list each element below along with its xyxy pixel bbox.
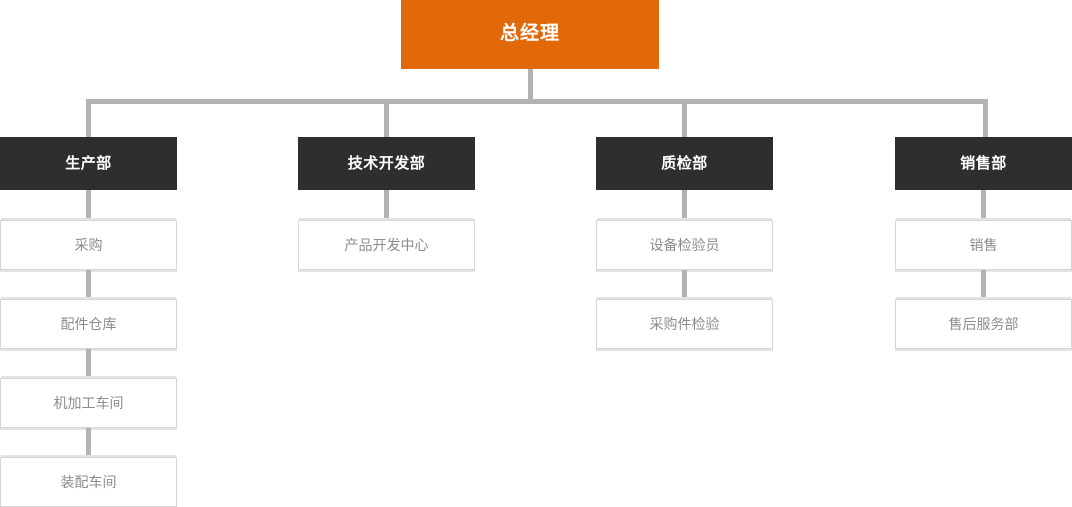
- node-dept-production-label: 生产部: [65, 154, 112, 172]
- node-dept-sales[interactable]: 销售部: [895, 137, 1072, 190]
- node-sub-equipment-inspector[interactable]: 设备检验员: [596, 220, 773, 270]
- node-root-general-manager[interactable]: 总经理: [401, 0, 659, 69]
- node-dept-quality[interactable]: 质检部: [596, 137, 773, 190]
- connector-production-to-child-1: [86, 190, 91, 221]
- connector-drop-sales: [983, 99, 988, 138]
- node-sub-product-development-center-label: 产品开发中心: [344, 236, 429, 253]
- connector-drop-technical: [384, 99, 389, 138]
- node-dept-quality-label: 质检部: [661, 154, 708, 172]
- node-sub-equipment-inspector-label: 设备检验员: [649, 236, 720, 253]
- node-sub-parts-warehouse-label: 配件仓库: [60, 315, 117, 332]
- connector-technical-to-child-1: [384, 190, 389, 221]
- connector-production-child-2-to-3: [86, 349, 91, 378]
- node-sub-after-sales-service-label: 售后服务部: [948, 315, 1019, 332]
- connector-drop-production: [86, 99, 91, 138]
- connector-production-child-3-to-4: [86, 428, 91, 457]
- node-sub-machining-workshop[interactable]: 机加工车间: [0, 378, 177, 428]
- node-dept-sales-label: 销售部: [960, 154, 1007, 172]
- node-dept-production[interactable]: 生产部: [0, 137, 177, 190]
- node-sub-purchasing-label: 采购: [74, 236, 103, 253]
- connector-horizontal-bus: [86, 99, 988, 104]
- node-dept-technical[interactable]: 技术开发部: [298, 137, 475, 190]
- node-sub-machining-workshop-label: 机加工车间: [53, 394, 124, 411]
- connector-root-stem: [528, 69, 533, 101]
- connector-quality-to-child-1: [682, 190, 687, 221]
- node-sub-assembly-workshop-label: 装配车间: [60, 473, 117, 490]
- node-sub-purchased-parts-inspection-label: 采购件检验: [649, 315, 720, 332]
- node-sub-assembly-workshop[interactable]: 装配车间: [0, 457, 177, 507]
- connector-drop-quality: [682, 99, 687, 138]
- node-root-label: 总经理: [499, 23, 560, 45]
- node-sub-after-sales-service[interactable]: 售后服务部: [895, 299, 1072, 349]
- node-dept-technical-label: 技术开发部: [347, 154, 426, 172]
- connector-quality-child-1-to-2: [682, 270, 687, 299]
- node-sub-sales[interactable]: 销售: [895, 220, 1072, 270]
- node-sub-purchasing[interactable]: 采购: [0, 220, 177, 270]
- connector-sales-child-1-to-2: [981, 270, 986, 299]
- node-sub-sales-label: 销售: [969, 236, 998, 253]
- connector-sales-to-child-1: [981, 190, 986, 221]
- connector-production-child-1-to-2: [86, 270, 91, 299]
- node-sub-purchased-parts-inspection[interactable]: 采购件检验: [596, 299, 773, 349]
- node-sub-parts-warehouse[interactable]: 配件仓库: [0, 299, 177, 349]
- node-sub-product-development-center[interactable]: 产品开发中心: [298, 220, 475, 270]
